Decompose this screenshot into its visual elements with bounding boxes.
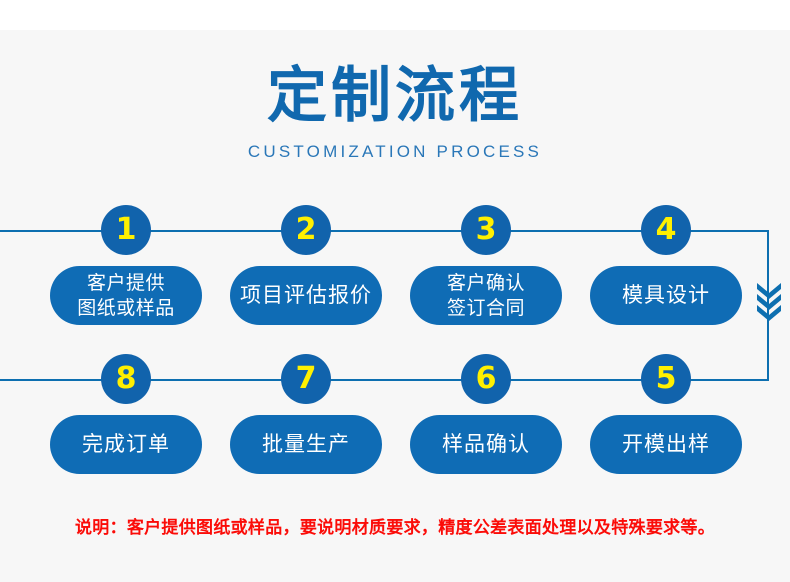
footer-note: 说明：客户提供图纸或样品，要说明材质要求，精度公差表面处理以及特殊要求等。 xyxy=(74,518,716,537)
step-node-3[interactable]: 3 客户确认 签订合同 xyxy=(410,205,562,325)
step-label-2: 项目评估报价 xyxy=(240,283,372,307)
step-node-8[interactable]: 8 完成订单 xyxy=(50,354,202,474)
step-badge-8: 8 xyxy=(101,354,151,404)
step-pill-7[interactable]: 批量生产 xyxy=(230,415,382,474)
step-pill-6[interactable]: 样品确认 xyxy=(410,415,562,474)
page-title: 定制流程 xyxy=(267,62,523,129)
step-node-1[interactable]: 1 客户提供 图纸或样品 xyxy=(50,205,202,325)
step-node-4[interactable]: 4 模具设计 xyxy=(590,205,742,325)
step-node-2[interactable]: 2 项目评估报价 xyxy=(230,205,382,325)
step-pill-3[interactable]: 客户确认 签订合同 xyxy=(410,266,562,325)
step-badge-5: 5 xyxy=(641,354,691,404)
step-badge-7: 7 xyxy=(281,354,331,404)
step-label-8: 完成订单 xyxy=(82,432,170,456)
step-label-1: 客户提供 图纸或样品 xyxy=(77,272,175,319)
page-subtitle: CUSTOMIZATION PROCESS xyxy=(247,142,543,161)
step-label-6: 样品确认 xyxy=(442,432,530,456)
step-label-7: 批量生产 xyxy=(262,432,350,456)
step-label-4: 模具设计 xyxy=(622,283,710,307)
step-pill-1[interactable]: 客户提供 图纸或样品 xyxy=(50,266,202,325)
step-node-6[interactable]: 6 样品确认 xyxy=(410,354,562,474)
chevron-down-arrow-icon xyxy=(755,282,783,322)
step-pill-4[interactable]: 模具设计 xyxy=(590,266,742,325)
step-badge-1: 1 xyxy=(101,205,151,255)
step-label-3: 客户确认 签订合同 xyxy=(446,272,525,319)
connector-line-bottom-row xyxy=(0,379,769,381)
step-badge-4: 4 xyxy=(641,205,691,255)
step-pill-8[interactable]: 完成订单 xyxy=(50,415,202,474)
step-node-7[interactable]: 7 批量生产 xyxy=(230,354,382,474)
step-pill-5[interactable]: 开模出样 xyxy=(590,415,742,474)
step-badge-3: 3 xyxy=(461,205,511,255)
step-badge-6: 6 xyxy=(461,354,511,404)
connector-line-top-row xyxy=(0,230,769,232)
header: 定制流程 CUSTOMIZATION PROCESS xyxy=(0,62,790,162)
step-node-5[interactable]: 5 开模出样 xyxy=(590,354,742,474)
step-label-5: 开模出样 xyxy=(622,432,710,456)
step-badge-2: 2 xyxy=(281,205,331,255)
step-pill-2[interactable]: 项目评估报价 xyxy=(230,266,382,325)
